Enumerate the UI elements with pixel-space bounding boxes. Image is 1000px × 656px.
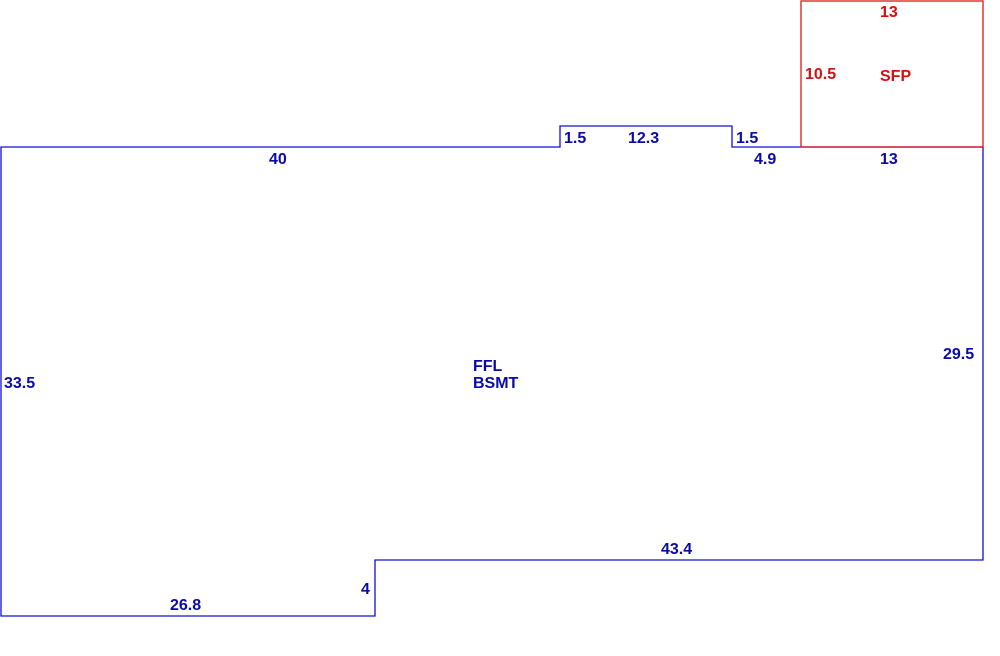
dim-bottom-left: 26.8	[170, 597, 201, 614]
dim-bump-top: 12.3	[628, 130, 659, 147]
dim-step: 4	[361, 581, 370, 598]
annex-dim-left: 10.5	[805, 66, 836, 83]
dim-bump-right: 1.5	[736, 130, 758, 147]
main-area-name-line1: FFL	[473, 358, 503, 375]
annex-dim-top: 13	[880, 4, 898, 21]
annex-area-name: SFP	[880, 68, 911, 85]
dim-bump-left: 1.5	[564, 130, 586, 147]
dim-top-right: 13	[880, 151, 898, 168]
dim-top-mid: 4.9	[754, 151, 776, 168]
main-area-name-line2: BSMT	[473, 375, 519, 392]
annex-area-outline	[800, 0, 984, 148]
dim-left: 33.5	[4, 375, 35, 392]
dim-bottom-right: 43.4	[661, 541, 692, 558]
dim-top-left: 40	[269, 151, 287, 168]
dim-right: 29.5	[943, 346, 974, 363]
